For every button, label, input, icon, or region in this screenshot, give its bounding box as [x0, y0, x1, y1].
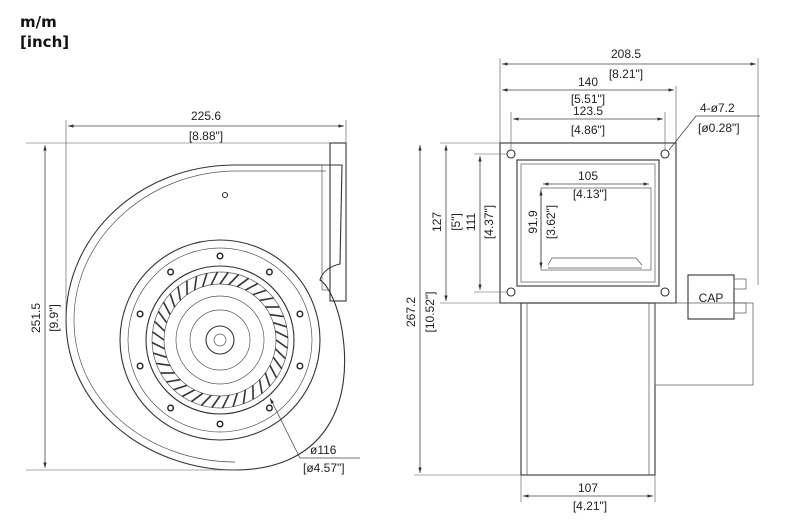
plate-hole [296, 310, 304, 318]
impeller-blade [269, 365, 278, 379]
holes-in: [ø0.28"] [698, 121, 740, 135]
flange-hole-bl [506, 287, 516, 297]
impeller-blade [157, 310, 168, 324]
impeller-blade [252, 289, 267, 296]
capacitor [687, 274, 735, 320]
side-overall-width-in: [8.21"] [609, 67, 643, 81]
impeller-blade [272, 356, 283, 370]
plate-hole [296, 362, 304, 370]
impeller-blade [219, 272, 229, 285]
capacitor-label: CAP [699, 291, 724, 305]
impeller-blade [273, 321, 287, 328]
hole-pitch-mm: 123.5 [573, 104, 603, 118]
impeller-blade [154, 320, 166, 332]
flange-height-in: [5"] [449, 213, 463, 231]
impeller-blade [242, 389, 247, 404]
impeller-blade [274, 330, 289, 339]
motor-width-mm: 107 [578, 481, 598, 495]
hole-pitch-v-mm: 111 [464, 213, 478, 232]
flange-height-mm: 127 [430, 212, 444, 232]
impeller-blade [236, 277, 250, 288]
flange-width-mm: 140 [578, 75, 598, 89]
impeller-blade [228, 274, 240, 286]
impeller-blade [153, 352, 167, 359]
front-view: 225.6 [8.88"] 251.5 [9.9"] ø116 [ø4.57"] [26, 109, 360, 475]
flange-hole-br [660, 287, 670, 297]
impeller-blade [177, 286, 182, 301]
hole-pitch-in: [4.86"] [571, 123, 605, 137]
flange-width-in: [5.51"] [571, 92, 605, 106]
impeller-blade [232, 393, 239, 407]
plate-hole [265, 268, 273, 276]
side-view: CAP 208.5 [8.21"] 140 [5.51"] 123.5 [4.8… [404, 47, 760, 513]
impeller-blade [201, 273, 208, 287]
front-width-in: [8.88"] [189, 129, 223, 143]
units-metric: m/m [20, 13, 57, 31]
overall-height-mm: 267.2 [404, 297, 418, 327]
flange-hole-tr [660, 149, 670, 159]
impeller-blade [274, 348, 286, 360]
plate-hole [216, 420, 224, 428]
plate-hole [136, 310, 144, 318]
impeller-outer [145, 265, 295, 415]
impeller-blade [221, 394, 230, 409]
scroll-inner-line [73, 170, 326, 463]
impeller-blade [151, 341, 166, 350]
side-overall-width-mm: 208.5 [611, 47, 641, 61]
inlet-dia-mm: ø116 [310, 443, 337, 457]
plate-hole [216, 252, 224, 260]
outlet-flange [329, 142, 347, 302]
impeller-blade [169, 293, 176, 308]
impeller-blades [151, 271, 289, 409]
plate-hole [265, 404, 273, 412]
plate-hole [167, 404, 175, 412]
impeller-blade [211, 395, 221, 408]
motor-width-in: [4.21"] [573, 499, 607, 513]
outlet-opening [516, 159, 660, 287]
impeller-blade [258, 379, 263, 394]
impeller-blade [162, 301, 171, 315]
units-imperial: [inch] [20, 33, 69, 51]
outlet-width-in: [4.13"] [573, 187, 607, 201]
front-height-mm: 251.5 [29, 303, 43, 333]
impeller-blade [181, 389, 195, 398]
plate-hole [167, 268, 175, 276]
impeller-blade [166, 378, 181, 383]
impeller-blade [264, 372, 271, 387]
inlet-dia-in: [ø4.57"] [303, 461, 345, 475]
impeller-blade [269, 313, 284, 318]
outlet-height-mm: 91.9 [526, 210, 540, 234]
front-height-in: [9.9"] [47, 304, 61, 332]
hole-pitch-v-in: [4.37"] [482, 205, 496, 239]
front-width-mm: 225.6 [191, 109, 221, 123]
impeller-blade [193, 276, 198, 291]
scroll-housing [65, 164, 346, 471]
overall-height-in: [10.52"] [423, 292, 437, 333]
holes-mm: 4-ø7.2 [700, 101, 735, 115]
impeller-blade [245, 282, 259, 291]
hub [205, 325, 235, 355]
plate-holes [136, 252, 304, 428]
outlet-height-in: [3.62"] [544, 205, 558, 239]
impeller-blade [210, 271, 219, 286]
outlet-width-mm: 105 [578, 169, 598, 183]
impeller-blade [259, 297, 274, 302]
flange-hole-tl [506, 149, 516, 159]
impeller-blade [190, 392, 204, 403]
impeller-blade [173, 384, 188, 391]
impeller-blade [200, 394, 212, 406]
impeller-blade [152, 331, 165, 341]
impeller-blade [275, 339, 288, 349]
impeller-blade [156, 362, 171, 367]
motor-housing [520, 302, 656, 476]
inlet-plate [119, 239, 321, 441]
plate-hole [136, 362, 144, 370]
